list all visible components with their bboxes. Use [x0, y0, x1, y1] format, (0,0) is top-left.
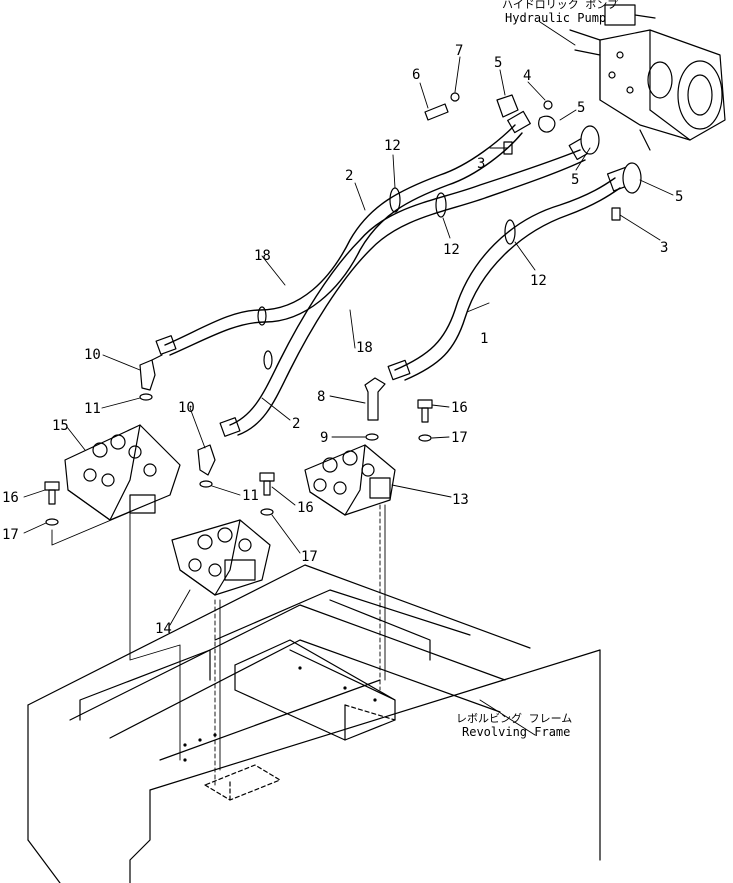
callout-17-left: 17: [2, 527, 19, 543]
callout-12-upper: 12: [384, 138, 401, 154]
revolving-frame: [27, 564, 601, 883]
callout-numbers: 1 2 2 3 3 4 5 5 5 5 6 7 8 9 10 10 11 11 …: [2, 43, 683, 637]
callout-4: 4: [523, 68, 531, 84]
callout-12-mid: 12: [443, 242, 460, 258]
callout-3-upper: 3: [477, 156, 485, 172]
elbows-and-orings: [139, 354, 386, 488]
callout-16-mid: 16: [297, 500, 314, 516]
hose-assemblies: [155, 92, 642, 437]
callout-1: 1: [480, 331, 488, 347]
pump-label-jp: ハイドロリック ポンプ: [502, 0, 618, 11]
callout-11-mid: 11: [242, 488, 259, 504]
callout-9: 9: [320, 430, 328, 446]
callout-2-lower: 2: [292, 416, 300, 432]
frame-label-en: Revolving Frame: [462, 725, 570, 739]
callout-5-top: 5: [494, 55, 502, 71]
callout-12-right: 12: [530, 273, 547, 289]
control-valve-14: [171, 519, 271, 596]
control-valve-15: [64, 424, 181, 521]
callout-10-mid: 10: [178, 400, 195, 416]
callout-7: 7: [455, 43, 463, 59]
callout-17-mid: 17: [301, 549, 318, 565]
callout-18-upper: 18: [254, 248, 271, 264]
callout-2-upper: 2: [345, 168, 353, 184]
component-labels: ハイドロリック ポンプ Hydraulic Pump レボルビング フレーム R…: [456, 0, 618, 739]
callout-11-left: 11: [84, 401, 101, 417]
callout-5-mid: 5: [577, 100, 585, 116]
callout-14: 14: [155, 621, 172, 637]
pump-label-en: Hydraulic Pump: [505, 11, 606, 25]
hydraulic-pump: [569, 4, 726, 151]
bolts-and-washers: [44, 399, 433, 526]
callout-13: 13: [452, 492, 469, 508]
callout-16-left: 16: [2, 490, 19, 506]
mount-lines: [51, 504, 386, 786]
callout-5-lower: 5: [571, 172, 579, 188]
callout-10-left: 10: [84, 347, 101, 363]
callout-5-right: 5: [675, 189, 683, 205]
callout-3-right: 3: [660, 240, 668, 256]
callout-15: 15: [52, 418, 69, 434]
control-valve-13: [304, 444, 396, 516]
callout-18-lower: 18: [356, 340, 373, 356]
frame-label-jp: レボルビング フレーム: [456, 711, 572, 725]
leader-lines: [23, 21, 674, 736]
callout-16-right: 16: [451, 400, 468, 416]
callout-6: 6: [412, 67, 420, 83]
callout-8: 8: [317, 389, 325, 405]
callout-17-right: 17: [451, 430, 468, 446]
